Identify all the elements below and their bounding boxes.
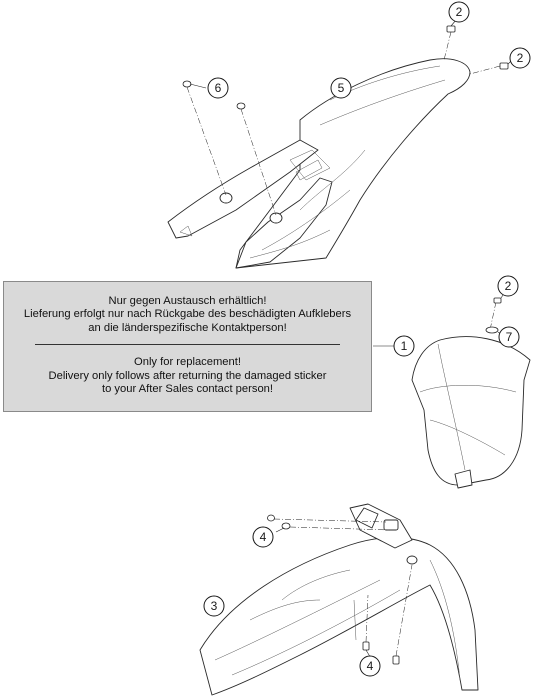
front-fender-fasteners [267, 514, 413, 665]
svg-text:5: 5 [338, 81, 345, 95]
callout-front-fender: 3 [203, 595, 225, 617]
notice-english-line-1: Only for replacement! [134, 356, 241, 369]
callout-rear-fender: 5 [330, 77, 352, 99]
notice-german-line-3: an die länderspezifische Kontaktperson! [88, 321, 287, 334]
svg-text:2: 2 [505, 279, 512, 293]
svg-text:6: 6 [215, 81, 222, 95]
callout-screws-front-upper: 4 [252, 526, 274, 548]
callout-bolt-plate: 2 [497, 275, 519, 297]
notice-german-line-2: Lieferung erfolgt nur nach Rückgabe des … [23, 308, 352, 321]
callout-screws-front-lower: 4 [359, 655, 381, 677]
replacement-notice-box: Nur gegen Austausch erhältlich! Lieferun… [3, 281, 372, 412]
notice-english-line-3: to your After Sales contact person! [101, 383, 273, 396]
front-fender [199, 503, 479, 696]
svg-text:2: 2 [456, 5, 463, 19]
callout-washer-plate: 7 [498, 326, 520, 348]
callout-bolt-rear: 2 [509, 47, 531, 69]
svg-text:2: 2 [517, 51, 524, 65]
notice-german: Nur gegen Austausch erhältlich! Lieferun… [4, 282, 371, 335]
notice-divider [35, 344, 340, 346]
rear-fender [167, 58, 471, 269]
notice-english-line-2: Delivery only follows after returning th… [48, 369, 327, 382]
svg-text:4: 4 [367, 659, 374, 673]
rear-fender-fasteners [182, 19, 513, 216]
callout-bolt-top: 2 [448, 1, 470, 23]
svg-text:7: 7 [506, 330, 513, 344]
notice-english: Only for replacement! Delivery only foll… [4, 356, 371, 396]
notice-german-line-1: Nur gegen Austausch erhältlich! [108, 295, 267, 307]
callout-screw-left: 6 [207, 77, 229, 99]
callout-sticker: 1 [393, 335, 415, 357]
number-plate [411, 291, 531, 489]
svg-text:1: 1 [401, 339, 408, 353]
svg-text:3: 3 [211, 599, 218, 613]
svg-text:4: 4 [260, 530, 267, 544]
